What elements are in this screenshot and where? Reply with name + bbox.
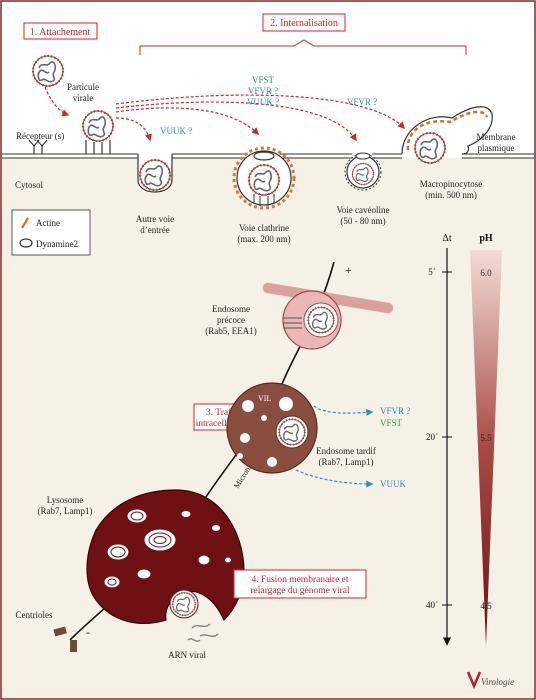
membrane-label-1: Membrane xyxy=(477,132,516,142)
early-endosome xyxy=(262,282,394,350)
other-entry-pit xyxy=(137,154,173,193)
internalisation-bracket xyxy=(139,39,467,55)
time-40: 40´ xyxy=(426,600,438,610)
step2-internalisation: 2. Internalisation xyxy=(270,18,338,29)
early-endosome-label-2: précoce xyxy=(217,315,245,325)
ph-gradient xyxy=(470,250,502,646)
minus-end: - xyxy=(86,625,90,639)
legend-dynamin: Dynamine2 xyxy=(36,239,78,249)
step1-attachment: 1. Attachement xyxy=(30,27,91,38)
time-5: 5´ xyxy=(428,267,436,277)
step4-box xyxy=(233,569,367,599)
plus-end: + xyxy=(345,263,352,277)
late-endosome-label-2: (Rab7, Lamp1) xyxy=(319,457,374,467)
late-endosome-label-1: Endosome tardif xyxy=(316,446,376,456)
ph-5-5: 5.5 xyxy=(480,433,492,443)
caveolin-label-1: Voie cavéoline xyxy=(336,205,389,215)
arrow-to-macropinocytosis xyxy=(115,94,405,130)
other-route-label-2: d’entrée xyxy=(140,225,169,235)
viral-particle xyxy=(31,54,65,88)
vuuk-clathrin: VUUK ? xyxy=(247,97,279,107)
step4-line2: relargage du génome viral xyxy=(250,586,350,596)
arrow-to-caveolin xyxy=(115,101,357,142)
centrioles-label: Centrioles xyxy=(16,610,53,620)
viral-rna-label: ARN viral xyxy=(168,650,206,660)
dynamin-legend-icon xyxy=(19,238,33,248)
arrow-late-vuuk xyxy=(295,469,374,488)
dt-label: Δt xyxy=(442,233,451,244)
step4-line1: 4. Fusion membranaire et xyxy=(251,575,348,585)
macropinocytosis-structure xyxy=(401,106,493,165)
step3-line1: 3. Trafic xyxy=(206,407,238,418)
receptor-icons xyxy=(28,139,48,154)
plasma-membrane xyxy=(2,153,534,159)
macro-label-2: (min. 500 nm) xyxy=(425,190,477,200)
time-20: 20´ xyxy=(426,432,438,442)
early-endosome-label-3: (Rab5, EEA1) xyxy=(205,326,257,336)
lysosome xyxy=(86,489,245,624)
clathrin-label-1: Voie clathrine xyxy=(239,223,289,233)
step2-box xyxy=(262,13,346,32)
vfvr-clathrin: VFVR ? xyxy=(248,86,278,96)
membrane-label-2: plasmique xyxy=(478,143,515,153)
time-ph-scale xyxy=(442,248,502,646)
late-vfst: VFST xyxy=(380,418,403,428)
cytosol-label: Cytosol xyxy=(15,180,44,190)
virologie-logo: Virologie xyxy=(466,671,514,690)
step3-line2: intracellulaire xyxy=(196,419,249,429)
actin-legend-icon xyxy=(21,217,29,229)
particle-label-2: virale xyxy=(73,93,94,103)
clathrin-vesicle xyxy=(232,146,296,210)
vfvr-caveolin: VFVR ? xyxy=(347,97,377,107)
legend: Actine Dynamine2 xyxy=(11,209,91,256)
early-endosome-label-1: Endosome xyxy=(212,304,250,314)
lysosome-label-1: Lysosome xyxy=(47,495,84,505)
receptor-label: Récepteur (s) xyxy=(16,131,64,141)
particle-label-1: Particule xyxy=(67,82,99,92)
lysosome-label-2: (Rab7, Lamp1) xyxy=(38,506,93,516)
logo-text: Virologie xyxy=(481,677,514,687)
clathrin-label-2: (max. 200 nm) xyxy=(237,234,290,244)
arrow-to-other-route xyxy=(115,117,152,142)
ph-4-5: 4.5 xyxy=(480,601,492,611)
step1-box xyxy=(23,22,98,40)
vuuk-other-route: VUUK ? xyxy=(160,126,192,136)
late-vfvr: VFVR ? xyxy=(380,406,410,416)
late-vuuk: VUUK xyxy=(380,479,406,489)
caveolin-label-2: (50 - 80 nm) xyxy=(340,216,385,226)
ph-label: pH xyxy=(479,233,493,244)
other-route-label-1: Autre voie xyxy=(136,214,174,224)
caveolin-vesicle xyxy=(344,152,382,191)
vil-label: VIL xyxy=(258,394,271,403)
vfst-clathrin: VFST xyxy=(252,75,275,85)
centrioles xyxy=(53,626,77,652)
ph-6: 6.0 xyxy=(480,268,492,278)
legend-actin: Actine xyxy=(36,218,60,228)
macro-label-1: Macropinocytose xyxy=(420,179,482,189)
late-endosome xyxy=(226,382,318,474)
viral-rna-fragments xyxy=(187,623,219,642)
attached-virus xyxy=(81,109,115,154)
arrow-to-clathrin xyxy=(115,107,260,136)
